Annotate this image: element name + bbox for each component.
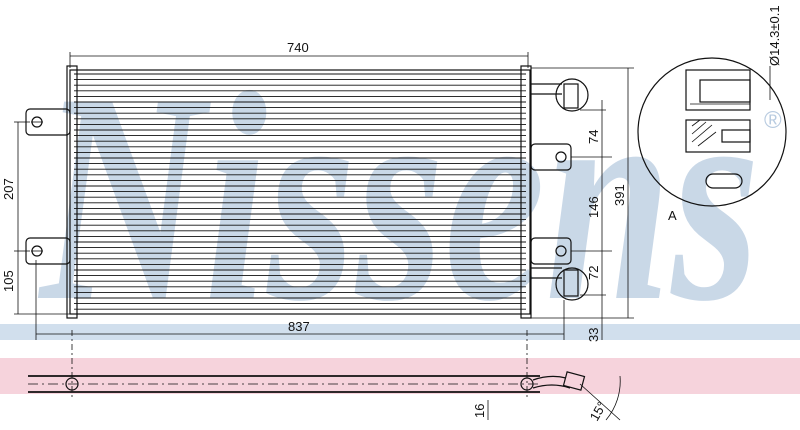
upper-connection — [531, 78, 589, 112]
detail-a-view — [637, 57, 787, 207]
registered-mark: ® — [764, 107, 782, 134]
cooling-fins — [74, 73, 526, 310]
lower-connection — [531, 267, 589, 301]
dim-right-upper: 74 — [586, 130, 601, 144]
dim-top-width: 740 — [287, 40, 309, 55]
dim-detail-diameter: Ø14.3±0.1 — [767, 5, 782, 66]
detail-a-label: A — [668, 208, 677, 223]
condenser-core — [66, 65, 532, 319]
top-band — [0, 324, 800, 340]
dim-right-lower: 72 — [586, 266, 601, 280]
dim-left-upper: 207 — [1, 178, 16, 200]
dim-right-middle: 146 — [586, 196, 601, 218]
dim-right-total: 391 — [612, 184, 627, 206]
dim-side-thickness: 16 — [472, 404, 487, 418]
dim-bottom-width: 837 — [288, 319, 310, 334]
dim-left-lower: 105 — [1, 270, 16, 292]
side-view — [28, 330, 621, 421]
dim-right-bottom: 33 — [586, 328, 601, 342]
